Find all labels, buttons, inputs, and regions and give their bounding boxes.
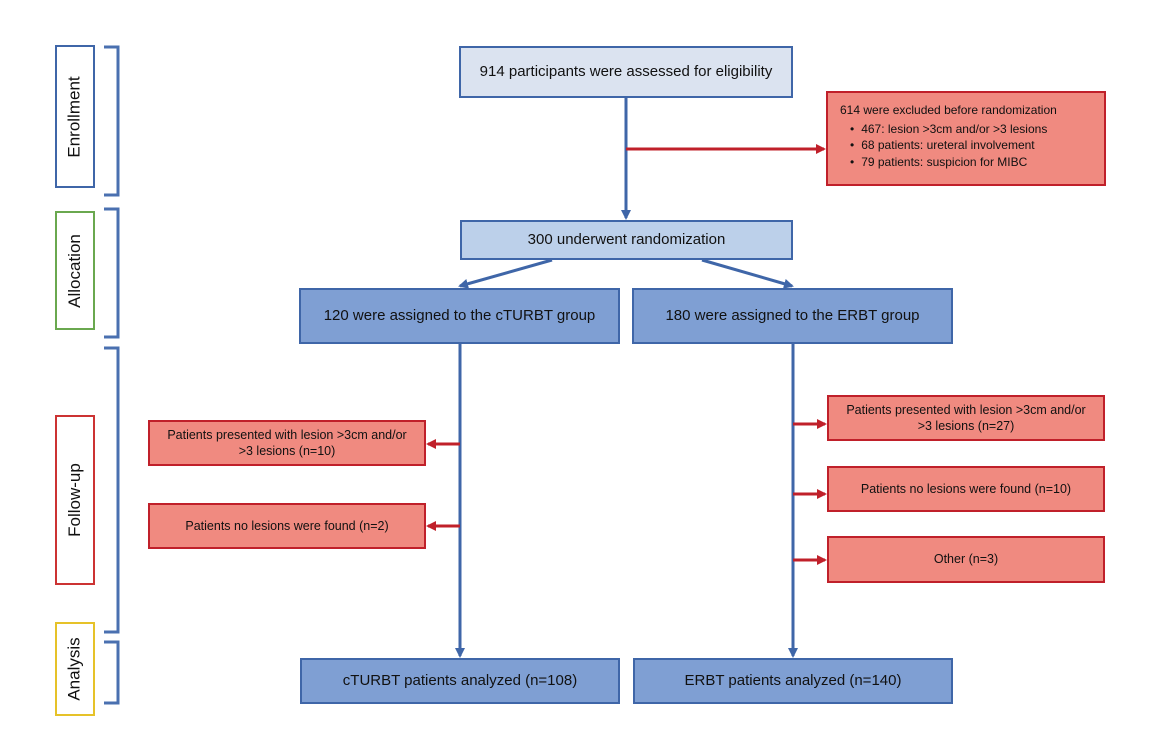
cturbt-assigned-box: 120 were assigned to the cTURBT group: [299, 288, 620, 344]
erbt-assigned-box: 180 were assigned to the ERBT group: [632, 288, 953, 344]
stage-analysis: Analysis: [55, 622, 95, 716]
excluded-item: 68 patients: ureteral involvement: [850, 137, 1094, 154]
excluded-list: 467: lesion >3cm and/or >3 lesions 68 pa…: [840, 121, 1094, 171]
erbt-followup-other-box: Other (n=3): [827, 536, 1105, 583]
erbt-followup-nolesion-text: Patients no lesions were found (n=10): [860, 481, 1072, 496]
exclusion-arrows: [426, 144, 827, 565]
excluded-item: 467: lesion >3cm and/or >3 lesions: [850, 121, 1094, 138]
erbt-followup-other-text: Other (n=3): [933, 552, 999, 567]
erbt-followup-lesion-box: Patients presented with lesion >3cm and/…: [827, 395, 1105, 441]
cturbt-followup-nolesion-box: Patients no lesions were found (n=2): [148, 503, 426, 549]
cturbt-assigned-text: 120 were assigned to the cTURBT group: [323, 307, 596, 325]
stage-allocation: Allocation: [55, 211, 95, 330]
assessed-text: 914 participants were assessed for eligi…: [479, 63, 773, 81]
stage-analysis-label: Analysis: [65, 637, 84, 701]
cturbt-followup-lesion-text: Patients presented with lesion >3cm and/…: [167, 427, 407, 458]
stage-followup-label: Follow-up: [65, 463, 85, 537]
erbt-assigned-text: 180 were assigned to the ERBT group: [665, 307, 920, 325]
randomized-box: 300 underwent randomization: [460, 220, 793, 260]
assessed-box: 914 participants were assessed for eligi…: [459, 46, 793, 98]
cturbt-followup-lesion-box: Patients presented with lesion >3cm and/…: [148, 420, 426, 466]
stage-enrollment: Enrollment: [55, 45, 95, 188]
cturbt-analyzed-text: cTURBT patients analyzed (n=108): [342, 672, 578, 690]
stage-brackets: [104, 45, 120, 705]
erbt-followup-lesion-text: Patients presented with lesion >3cm and/…: [846, 402, 1086, 433]
erbt-analyzed-box: ERBT patients analyzed (n=140): [633, 658, 953, 704]
arrow-randomized-to-erbt: [701, 258, 794, 289]
cturbt-followup-nolesion-text: Patients no lesions were found (n=2): [185, 518, 389, 533]
randomized-text: 300 underwent randomization: [527, 231, 726, 249]
stage-followup: Follow-up: [55, 415, 95, 585]
excluded-title: 614 were excluded before randomization: [840, 103, 1057, 117]
stage-allocation-label: Allocation: [65, 233, 84, 308]
excluded-item: 79 patients: suspicion for MIBC: [850, 154, 1094, 171]
stage-enrollment-label: Enrollment: [65, 75, 85, 158]
followup-bracket: [104, 346, 120, 634]
allocation-bracket: [104, 207, 120, 339]
cturbt-analyzed-box: cTURBT patients analyzed (n=108): [300, 658, 620, 704]
analysis-bracket: [104, 640, 120, 705]
flow-arrows: [455, 97, 798, 658]
excluded-box: 614 were excluded before randomization 4…: [826, 91, 1106, 186]
erbt-analyzed-text: ERBT patients analyzed (n=140): [684, 672, 902, 690]
arrow-randomized-to-cturbt: [458, 258, 553, 289]
erbt-followup-nolesion-box: Patients no lesions were found (n=10): [827, 466, 1105, 512]
enrollment-bracket: [104, 45, 120, 197]
